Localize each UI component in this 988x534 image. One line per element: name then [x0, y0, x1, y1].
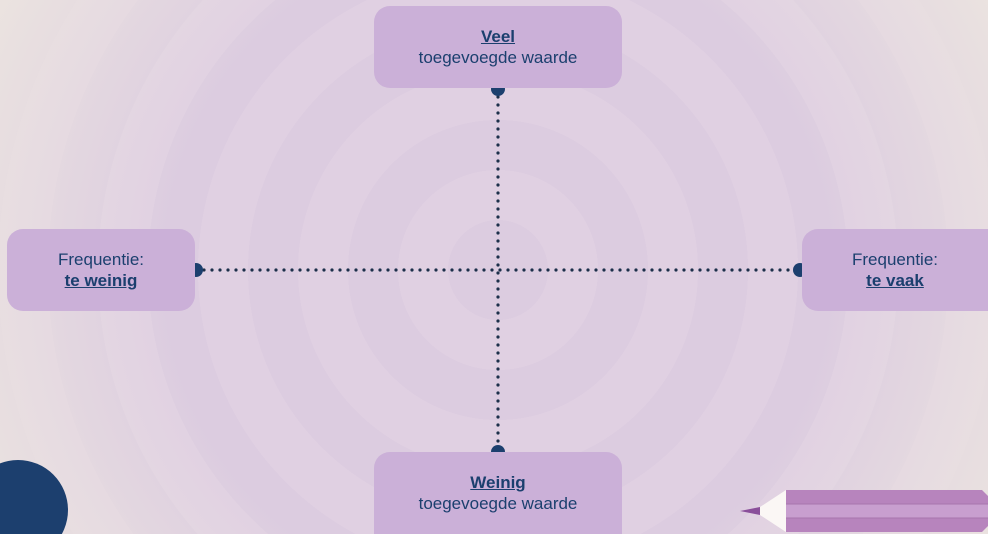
label-bottom-text: toegevoegde waarde	[418, 494, 578, 513]
label-box-top: Veel toegevoegde waarde	[374, 6, 622, 88]
label-box-right: Frequentie: te vaak	[802, 229, 988, 311]
label-box-bottom: Weinig toegevoegde waarde	[374, 452, 622, 534]
label-bottom-strong: Weinig	[470, 473, 526, 492]
label-top-strong: Veel	[480, 27, 516, 46]
pencil-icon	[740, 490, 988, 532]
label-right-strong: te vaak	[866, 271, 924, 290]
label-box-left: Frequentie: te weinig	[7, 229, 195, 311]
label-top-text: toegevoegde waarde	[418, 48, 578, 67]
label-right-text: Frequentie:	[852, 250, 938, 269]
label-left-strong: te weinig	[64, 271, 138, 290]
label-left-text: Frequentie:	[58, 250, 144, 269]
